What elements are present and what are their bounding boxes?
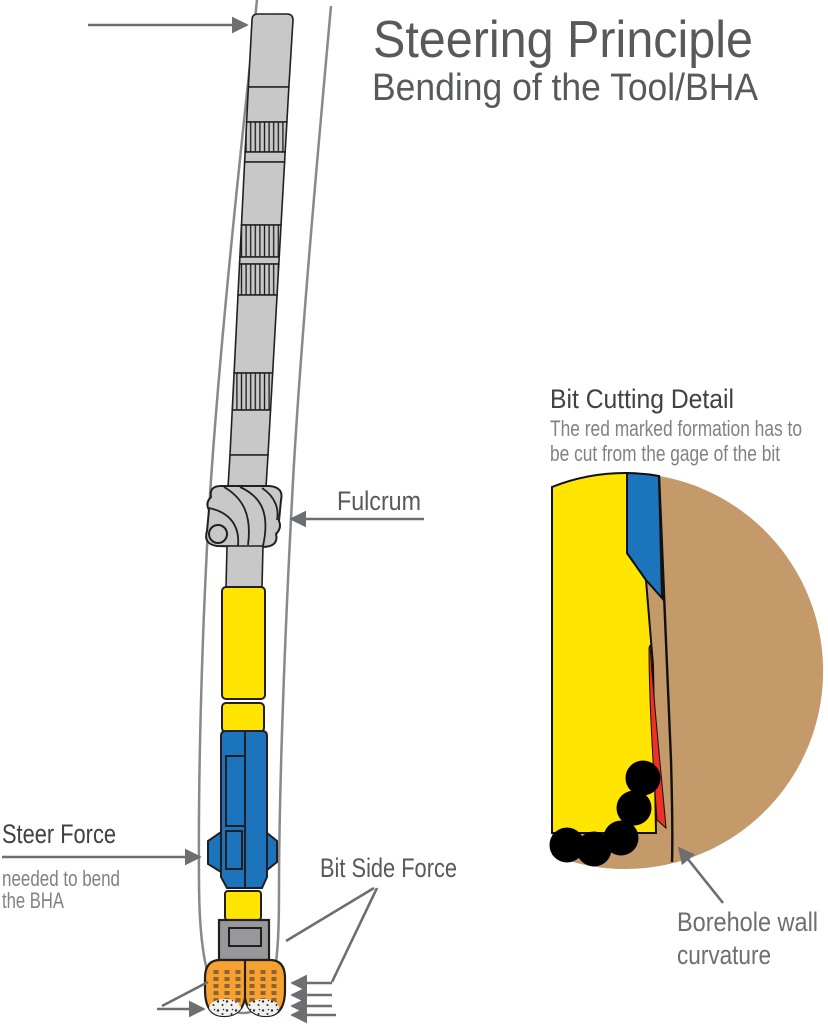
inset-gage-pad (626, 471, 664, 601)
bit-side-force-label: Bit Side Force (320, 853, 457, 883)
borehole-label-line1: Borehole wall (677, 907, 818, 937)
fulcrum-stabilizer (205, 485, 283, 549)
inset-formation-to-cut (648, 644, 667, 830)
bit-sub (224, 890, 262, 921)
steering-pad-left (207, 830, 222, 874)
tool-segment-hatched (237, 263, 280, 296)
fulcrum-label: Fulcrum (337, 486, 421, 516)
steer-force-note-line2: the BHA (2, 888, 64, 913)
tool-segment-plain (233, 294, 278, 374)
steer-force-label: Steer Force (2, 819, 116, 849)
bha-collar-stack (229, 13, 294, 456)
tool-segment-plain (240, 161, 286, 226)
bit-shank (217, 918, 271, 962)
tool-segment-plain (238, 256, 281, 265)
detail-title: Bit Cutting Detail (550, 384, 734, 414)
steer-force-note-line1: needed to bend (2, 866, 120, 891)
drill-bit (203, 958, 287, 1018)
yellow-sub-long (221, 586, 266, 700)
yellow-sub-short (221, 702, 265, 733)
steering-unit (207, 730, 278, 889)
inset-cutters (549, 760, 661, 867)
page-subtitle: Bending of the Tool/BHA (372, 67, 759, 109)
tool-segment-plain (245, 86, 290, 123)
steering-pad-right (266, 830, 278, 873)
bit-side-force-pointers (285, 886, 379, 1024)
tool-segment-hatched (231, 372, 274, 411)
tool-segment-hatched (239, 224, 282, 258)
crossover-sub (227, 454, 269, 488)
tool-segment-plain (247, 13, 294, 88)
bit-cutting-detail-inset (549, 471, 824, 904)
borehole-curvature-arrow (677, 846, 725, 904)
lower-pipe (225, 545, 264, 588)
borehole-wall-lines (197, 0, 333, 1015)
tool-segment-hatched (244, 121, 288, 153)
tool-segment-plain (243, 151, 287, 163)
inset-borehole-wall-line (657, 475, 674, 863)
bit-cutter-texture (209, 970, 279, 1016)
detail-subtitle-line1: The red marked formation has to (550, 416, 802, 441)
borehole-label-line2: curvature (677, 940, 771, 970)
detail-subtitle-line2: be cut from the gage of the bit (550, 441, 780, 466)
tool-segment-plain (229, 409, 272, 456)
page-title: Steering Principle (373, 11, 753, 69)
bottom-left-pointer (157, 980, 209, 1018)
